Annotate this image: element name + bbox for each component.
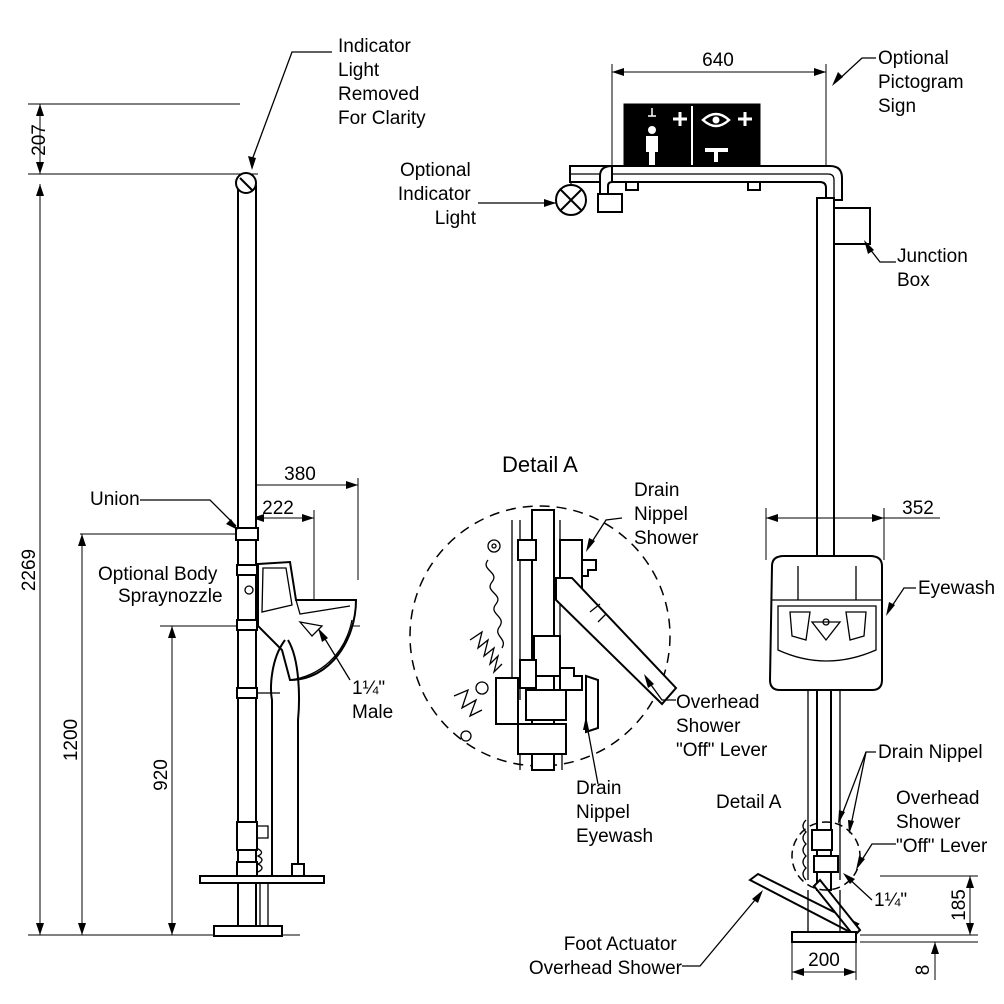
label-drain-nippel: Drain Nippel — [878, 742, 983, 763]
label-optional-pictogram-sign: Optional Pictogram Sign — [878, 48, 969, 117]
detail-a: Detail A Drain Nippel — [409, 452, 768, 847]
person-pictogram — [648, 126, 656, 134]
label-union: Union — [90, 489, 140, 510]
dim-640: 640 — [702, 50, 734, 71]
base-plate-front — [791, 931, 857, 943]
dim-920: 920 — [151, 759, 172, 791]
dim-380: 380 — [284, 464, 316, 485]
label-quarter-inch: 1¼" — [874, 890, 907, 911]
shower-head — [597, 193, 623, 213]
dim-352: 352 — [902, 498, 934, 519]
label-drain-nippel-eyewash: Drain Nippel Eyewash — [576, 778, 653, 847]
label-male-thread: 1¼" Male — [352, 678, 393, 723]
detail-a-reference-circle — [791, 821, 861, 891]
label-overhead-shower-off-lever: Overhead Shower "Off" Lever — [896, 788, 988, 857]
foot-platform-side — [199, 875, 325, 884]
base-plate-side — [213, 925, 283, 937]
union-fitting — [235, 527, 259, 541]
foot-actuator-pedal — [748, 872, 860, 934]
label-optional-indicator-light: Optional Indicator Light — [398, 160, 477, 229]
dim-8: 8 — [913, 965, 934, 976]
junction-box — [833, 207, 871, 245]
front-elevation: 640 3 — [398, 48, 995, 980]
detail-a-title: Detail A — [502, 452, 578, 477]
label-indicator-light-removed: Indicator Light Removed For Clarity — [338, 36, 426, 129]
label-optional-body-spraynozzle: Optional Body Spraynozzle — [98, 564, 223, 607]
dim-185: 185 — [949, 889, 970, 921]
dim-222: 222 — [262, 498, 294, 519]
dim-207: 207 — [29, 124, 50, 156]
label-overhead-shower-off-lever-detail: Overhead Shower "Off" Lever — [676, 692, 768, 761]
label-detail-a-ref: Detail A — [716, 792, 782, 813]
label-drain-nippel-shower: Drain Nippel Shower — [634, 480, 699, 549]
dim-2269: 2269 — [19, 549, 40, 591]
eye-pictogram — [701, 112, 731, 128]
label-eyewash: Eyewash — [918, 578, 995, 599]
dim-200: 200 — [808, 950, 840, 971]
label-foot-actuator: Foot Actuator Overhead Shower — [529, 934, 683, 979]
dim-1200: 1200 — [61, 719, 82, 761]
eyewash-bowl-side — [257, 560, 358, 682]
riser-pipe — [816, 197, 835, 565]
label-junction-box: Junction Box — [897, 246, 973, 291]
side-elevation: 207 2269 1200 920 380 222 — [19, 36, 426, 937]
